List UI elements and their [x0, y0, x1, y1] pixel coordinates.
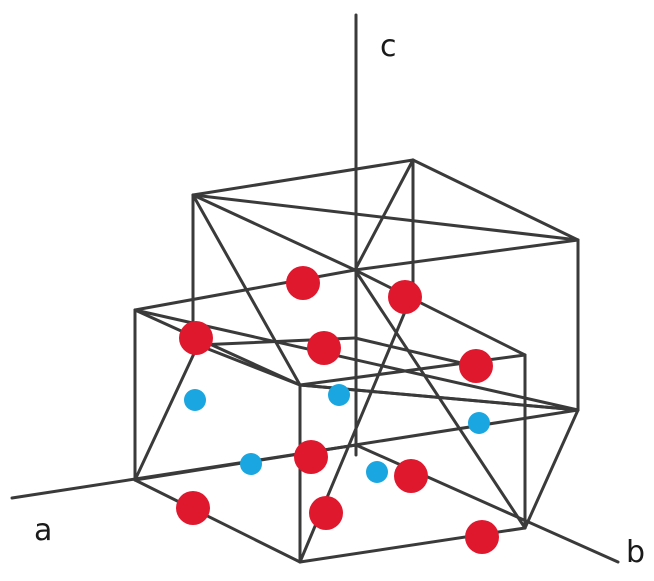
red-atom [286, 266, 320, 300]
axis-label-a: a [34, 513, 52, 548]
axis-label-b: b [626, 535, 645, 570]
red-atom [394, 459, 428, 493]
blue-atom [468, 412, 490, 434]
blue-atom [184, 389, 206, 411]
blue-atoms [184, 384, 490, 483]
red-atom [459, 349, 493, 383]
red-atom [307, 331, 341, 365]
blue-atom [240, 453, 262, 475]
red-atoms [176, 266, 499, 554]
blue-atom [366, 461, 388, 483]
red-atom [179, 321, 213, 355]
red-atom [176, 491, 210, 525]
blue-atom [328, 384, 350, 406]
red-atom [294, 440, 328, 474]
red-atom [388, 280, 422, 314]
red-atom [465, 520, 499, 554]
axis-label-c: c [380, 29, 397, 64]
red-atom [309, 496, 343, 530]
axes: c a b [10, 13, 645, 570]
